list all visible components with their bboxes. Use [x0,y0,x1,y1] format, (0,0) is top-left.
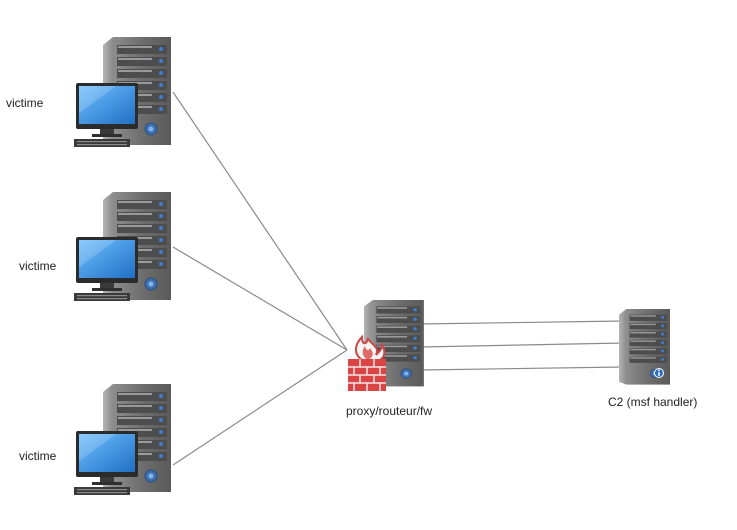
link-victim-2-proxy [172,246,348,351]
link-proxy-c2-1 [419,320,625,325]
victim-node-2[interactable] [74,191,172,301]
c2-node[interactable] [618,308,671,385]
link-victim-1-proxy [172,91,348,351]
firewall-icon [348,334,386,391]
link-victim-3-proxy [172,349,348,466]
victim-label: victime [19,259,57,273]
proxy-label: proxy/routeur/fw [346,404,433,418]
proxy-node[interactable] [348,299,425,391]
link-proxy-c2-2 [419,342,625,348]
victim-label: victime [19,449,57,463]
victim-label: victime [6,96,44,110]
victim-node-3[interactable] [74,383,172,495]
c2-label: C2 (msf handler) [608,395,698,409]
link-proxy-c2-3 [419,366,625,371]
info-badge-icon [654,368,664,378]
victim-node-1[interactable] [74,36,172,147]
